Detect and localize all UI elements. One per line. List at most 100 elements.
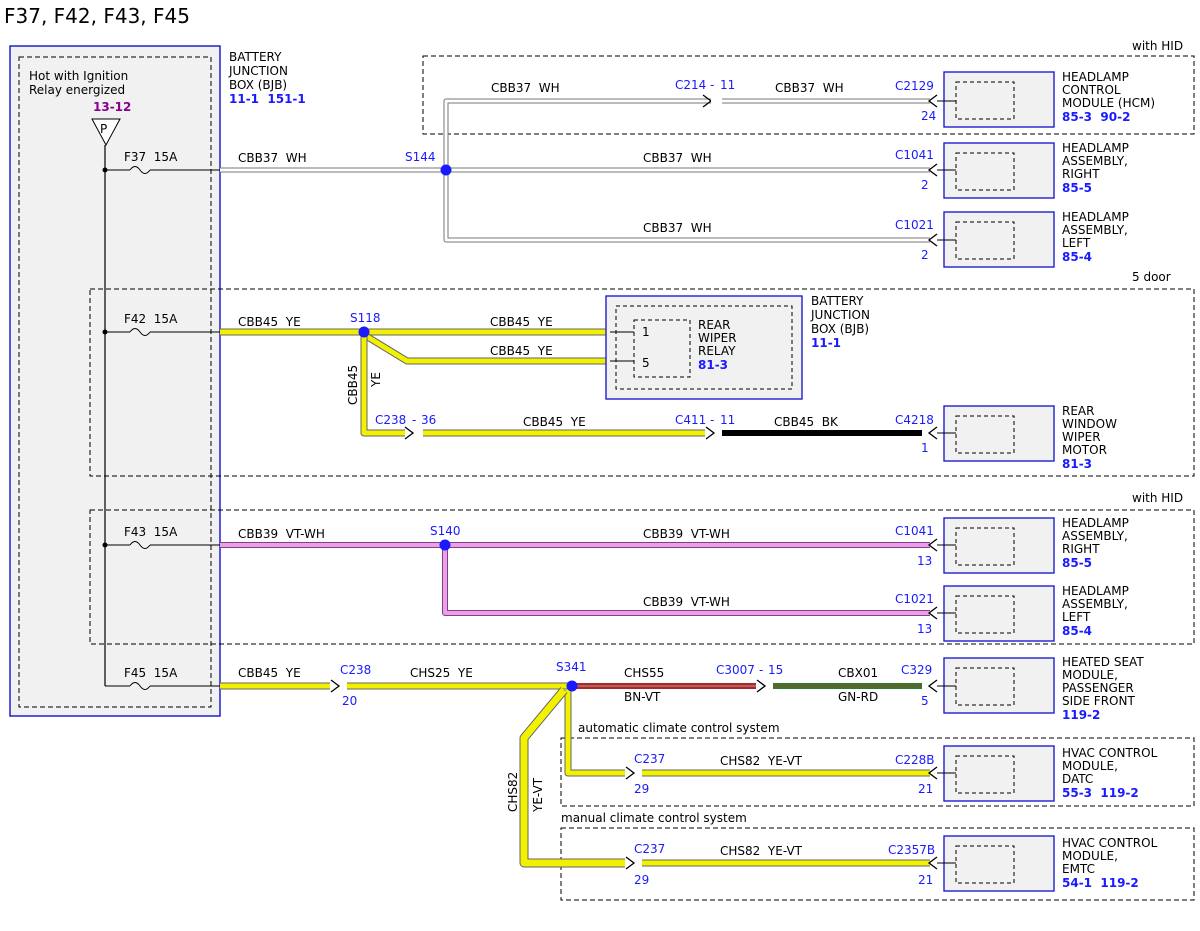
- module-headlamp-right-2: C1041 13 HEADLAMP ASSEMBLY, RIGHT 85-5: [895, 516, 1129, 574]
- wire-label-vertical: YE: [369, 372, 383, 388]
- wire-label: CBB45 YE: [238, 666, 301, 680]
- connector-c238b: C238: [340, 663, 371, 677]
- bjb-label-3: BOX (BJB): [229, 78, 287, 92]
- svg-text:CONTROL: CONTROL: [1062, 83, 1121, 97]
- bjb2-ref: 11-1: [811, 336, 841, 350]
- fuse-f37: F37 15A: [102, 150, 220, 174]
- connector-c1041: C1041: [895, 148, 934, 162]
- connector-c1021b: C1021: [895, 592, 934, 606]
- group-5door-label: 5 door: [1132, 270, 1171, 284]
- module-headlamp-right-1: C1041 2 HEADLAMP ASSEMBLY, RIGHT 85-5: [895, 141, 1129, 199]
- relay-inner: [615, 305, 793, 390]
- connector-arrow-icon: [625, 766, 636, 780]
- connector-arrow-icon: [330, 679, 341, 693]
- wire-label: CBB45 YE: [490, 315, 553, 329]
- svg-text:ASSEMBLY,: ASSEMBLY,: [1062, 597, 1128, 611]
- wire-label: CBB37 WH: [491, 81, 560, 95]
- splice-s140: [439, 539, 451, 551]
- bjb-refs: 11-1 151-1: [229, 92, 306, 106]
- connector-arrow-icon: [927, 94, 938, 108]
- connector-c237a: C237: [634, 752, 665, 766]
- bjb2-label-2: JUNCTION: [810, 308, 870, 322]
- svg-text:MOTOR: MOTOR: [1062, 443, 1107, 457]
- connector-c238a: C238: [375, 413, 406, 427]
- group-hid-1: [422, 55, 1195, 135]
- connector-c228b: C228B: [895, 753, 935, 767]
- connector-c1041-pin: 2: [921, 178, 929, 192]
- module-hvac-emtc: C2357B 21 HVAC CONTROL MODULE, EMTC 54-1…: [888, 835, 1158, 892]
- connector-c2357b-pin: 21: [918, 873, 933, 887]
- wire-label: CHS25 YE: [410, 666, 473, 680]
- connector-arrow-icon: [927, 606, 938, 620]
- wire-label: CHS82 YE-VT: [720, 754, 803, 768]
- relay-ref: 81-3: [698, 358, 728, 372]
- connector-arrow-icon: [927, 233, 938, 247]
- bjb2-label-3: BOX (BJB): [811, 322, 869, 336]
- module-headlamp-left-2: C1021 13 HEADLAMP ASSEMBLY, LEFT 85-4: [895, 584, 1129, 642]
- relay-label-2: WIPER: [698, 331, 737, 345]
- connector-c238b-pin: 20: [342, 694, 357, 708]
- connector-c1021: C1021: [895, 218, 934, 232]
- wire-white-group: [220, 98, 930, 243]
- svg-text:HEADLAMP: HEADLAMP: [1062, 210, 1129, 224]
- group-manual-cc: [560, 827, 1195, 901]
- connector-c214: C214: [675, 78, 706, 92]
- connector-c238a-pin: 36: [421, 413, 436, 427]
- fuse-label: F43 15A: [124, 525, 178, 539]
- wire-label: CBB45 YE: [238, 315, 301, 329]
- module-hvac-datc: C228B 21 HVAC CONTROL MODULE, DATC 55-3 …: [895, 745, 1158, 802]
- connector-c411-pin: 11: [720, 413, 735, 427]
- connector-c237b-pin: 29: [634, 873, 649, 887]
- svg-text:ASSEMBLY,: ASSEMBLY,: [1062, 154, 1128, 168]
- page-title: F37, F42, F43, F45: [4, 4, 190, 28]
- fuse-f42: F42 15A: [102, 312, 220, 336]
- fuse-label: F37 15A: [124, 150, 178, 164]
- connector-arrow-icon: [705, 426, 716, 440]
- connector-c3007-dash: -: [759, 663, 763, 677]
- module-headlamp-left-1: C1021 2 HEADLAMP ASSEMBLY, LEFT 85-4: [895, 210, 1129, 268]
- wire-label: CBB39 VT-WH: [643, 527, 730, 541]
- fuse-f45: F45 15A: [105, 666, 220, 690]
- connector-c3007: C3007: [716, 663, 755, 677]
- splice-s140-label: S140: [430, 524, 461, 538]
- wire-label: CBB45 YE: [523, 415, 586, 429]
- fuse-f43: F43 15A: [102, 525, 220, 549]
- connector-c4218: C4218: [895, 413, 934, 427]
- connector-c3007-pin: 15: [768, 663, 783, 677]
- connector-c2129-pin: 24: [921, 109, 936, 123]
- group-auto-cc: [560, 737, 1195, 807]
- connector-c214-pin: 11: [720, 78, 735, 92]
- svg-text:HEADLAMP: HEADLAMP: [1062, 584, 1129, 598]
- splice-s118: [358, 326, 370, 338]
- splice-s144: [440, 164, 452, 176]
- svg-text:MODULE,: MODULE,: [1062, 849, 1118, 863]
- svg-text:LEFT: LEFT: [1062, 236, 1091, 250]
- wire-label: CBB37 WH: [775, 81, 844, 95]
- connector-arrow-icon: [927, 538, 938, 552]
- fuse-icon: [129, 166, 151, 174]
- fuse-icon: [129, 682, 151, 690]
- connector-c237b: C237: [634, 842, 665, 856]
- svg-text:HEADLAMP: HEADLAMP: [1062, 141, 1129, 155]
- connector-arrow-icon: [404, 426, 415, 440]
- svg-text:HEADLAMP: HEADLAMP: [1062, 70, 1129, 84]
- svg-text:HEADLAMP: HEADLAMP: [1062, 516, 1129, 530]
- connector-arrow-icon: [756, 679, 767, 693]
- connector-c1041b: C1041: [895, 524, 934, 538]
- svg-text:85-3 90-2: 85-3 90-2: [1062, 110, 1130, 124]
- connector-c411-dash: -: [710, 413, 714, 427]
- svg-text:HVAC CONTROL: HVAC CONTROL: [1062, 836, 1158, 850]
- module-hcm: C2129 24 HEADLAMP CONTROL MODULE (HCM) 8…: [895, 70, 1155, 128]
- power-symbol: P: [100, 122, 107, 136]
- wire-label: CBB45 BK: [774, 415, 839, 429]
- power-triangle-icon: [91, 118, 121, 147]
- connector-c228b-pin: 21: [918, 782, 933, 796]
- svg-text:54-1 119-2: 54-1 119-2: [1062, 876, 1139, 890]
- wire-label: CBB39 VT-WH: [238, 527, 325, 541]
- fuse-label: F42 15A: [124, 312, 178, 326]
- svg-text:MODULE,: MODULE,: [1062, 759, 1118, 773]
- wire-label-vertical: CHS82: [506, 772, 520, 812]
- wire-label: CHS55: [624, 666, 664, 680]
- connector-c1021b-pin: 13: [917, 622, 932, 636]
